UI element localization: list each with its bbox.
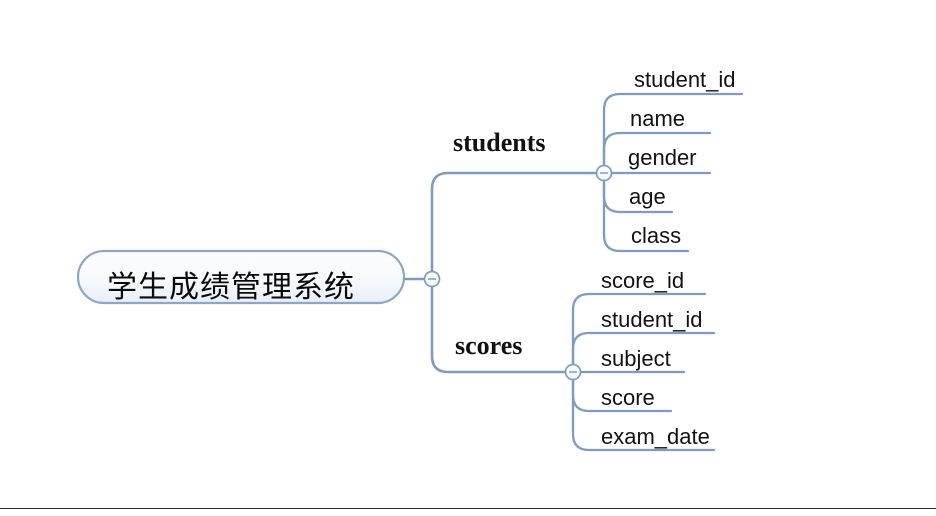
connector-students-class — [602, 171, 690, 253]
root-collapse-toggle[interactable] — [423, 270, 441, 288]
connector-students-age — [602, 171, 674, 214]
connector-root-to-scores — [430, 277, 567, 374]
connector-scores-score_id — [571, 292, 707, 374]
students-collapse-toggle[interactable] — [595, 164, 613, 182]
scores-collapse-toggle[interactable] — [564, 363, 582, 381]
connector-students-student_id — [602, 92, 744, 175]
connector-scores-exam_date — [571, 370, 716, 452]
bottom-divider — [0, 508, 936, 509]
connector-students-name — [602, 131, 712, 175]
root-node-shape[interactable] — [76, 249, 406, 305]
connector-root-to-students — [430, 171, 598, 281]
connector-scores-student_id — [571, 331, 716, 374]
connector-scores-score — [571, 370, 673, 413]
